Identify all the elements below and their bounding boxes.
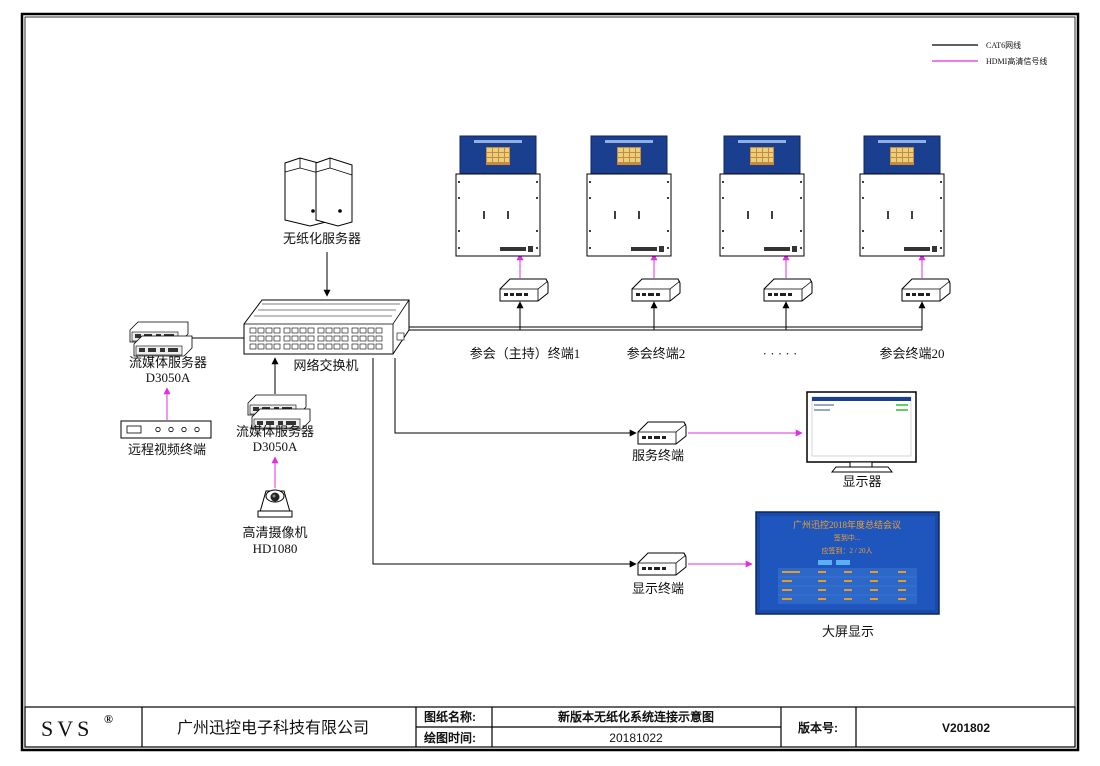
big-screen-icon bbox=[755, 511, 940, 615]
terminal-2-label: 参会终端2 bbox=[627, 346, 686, 361]
switch-to-display-line bbox=[372, 358, 637, 568]
media-server-left-label: 流媒体服务器 bbox=[129, 355, 207, 370]
version-label: 版本号: bbox=[798, 720, 838, 735]
terminal-box-20-icon bbox=[901, 278, 951, 302]
remote-video-terminal-icon bbox=[120, 420, 212, 439]
media-server-left-model: D3050A bbox=[146, 370, 191, 385]
big-screen-title: 广州迅控2018年度总结会议 bbox=[793, 519, 901, 530]
display-terminal-icon bbox=[637, 552, 687, 576]
drawing-date: 20181022 bbox=[609, 731, 663, 745]
conference-terminal-20-icon bbox=[859, 135, 945, 257]
display-terminal-label: 显示终端 bbox=[632, 581, 684, 596]
legend: CAT6网线 HDMI高清信号线 bbox=[932, 40, 1047, 66]
legend-cat6-label: CAT6网线 bbox=[986, 40, 1021, 50]
drawing-name-label: 图纸名称: bbox=[424, 709, 476, 724]
outer-frame bbox=[20, 12, 1080, 752]
media-server-mid-model: D3050A bbox=[253, 439, 298, 454]
title-block bbox=[24, 706, 1076, 748]
service-terminal-label: 服务终端 bbox=[632, 448, 684, 463]
big-screen-subtitle: 签到中... bbox=[834, 533, 860, 542]
registered-mark: ® bbox=[104, 712, 113, 726]
big-screen-count: 应签到：2 / 20人 bbox=[822, 546, 873, 555]
terminal-dots-label: · · · · · bbox=[763, 346, 798, 361]
terminal-box-2-icon bbox=[631, 278, 681, 302]
monitor-label: 显示器 bbox=[842, 474, 881, 489]
network-switch-icon bbox=[243, 299, 410, 355]
date-label: 绘图时间: bbox=[424, 730, 476, 745]
camera-label: 高清摄像机 bbox=[242, 525, 307, 540]
media-server-left-icon bbox=[129, 321, 193, 357]
switch-label: 网络交换机 bbox=[293, 358, 358, 373]
paperless-server-label: 无纸化服务器 bbox=[283, 231, 361, 246]
server-tower-icon bbox=[284, 157, 353, 227]
terminal-20-label: 参会终端20 bbox=[879, 346, 944, 361]
drawing-name: 新版本无纸化系统连接示意图 bbox=[558, 709, 714, 724]
remote-video-label: 远程视频终端 bbox=[128, 442, 206, 457]
media-server-mid-label: 流媒体服务器 bbox=[236, 424, 314, 439]
conference-terminal-2-icon bbox=[586, 135, 672, 257]
version-value: V201802 bbox=[942, 721, 990, 735]
conference-terminal-1-icon bbox=[455, 135, 541, 257]
terminal-box-3-icon bbox=[763, 278, 813, 302]
monitor-icon bbox=[806, 391, 917, 473]
camera-model: HD1080 bbox=[253, 541, 298, 556]
connections bbox=[163, 252, 926, 568]
terminal-box-1-icon bbox=[499, 278, 549, 302]
switch-to-service-line bbox=[394, 358, 637, 437]
service-terminal-icon bbox=[637, 421, 687, 445]
terminal-1-label: 参会（主持）终端1 bbox=[470, 346, 581, 361]
svs-logo: SVS bbox=[41, 716, 93, 741]
conference-terminal-3-icon bbox=[719, 135, 805, 257]
camera-icon bbox=[257, 489, 293, 518]
company-name: 广州迅控电子科技有限公司 bbox=[177, 719, 369, 737]
legend-hdmi-label: HDMI高清信号线 bbox=[986, 56, 1047, 66]
big-screen-label: 大屏显示 bbox=[822, 624, 874, 639]
